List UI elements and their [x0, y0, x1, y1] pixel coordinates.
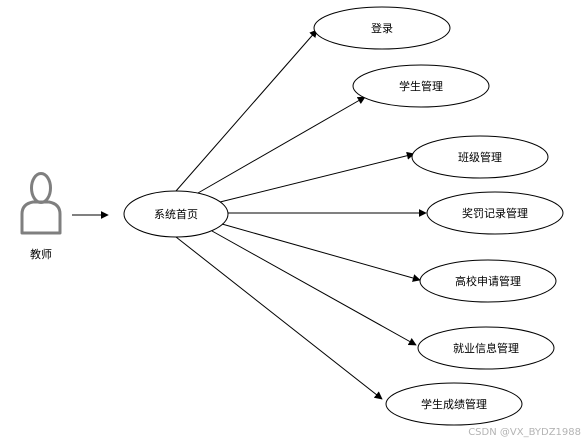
use-case-ellipse — [426, 191, 564, 235]
associations — [175, 29, 427, 400]
use-case-label: 奖罚记录管理 — [462, 206, 528, 220]
use-case-ellipse — [417, 326, 555, 370]
use-case-login: 登录 — [313, 6, 451, 50]
assoc-grade-management — [175, 236, 383, 400]
hub-label: 系统首页 — [154, 207, 198, 221]
use-case-ellipse — [313, 6, 451, 50]
use-case-ellipse — [385, 382, 523, 426]
use-case-label: 班级管理 — [458, 150, 502, 164]
use-case-label: 学生成绩管理 — [421, 397, 487, 411]
use-case-grade-management: 学生成绩管理 — [385, 382, 523, 426]
use-case-label: 学生管理 — [399, 79, 443, 93]
assoc-login — [175, 29, 318, 192]
assoc-student-management — [197, 96, 366, 194]
use-case-label: 登录 — [371, 21, 393, 35]
use-case-award-record-management: 奖罚记录管理 — [426, 191, 564, 235]
use-case-ellipse — [352, 64, 490, 108]
actor: 教师 — [20, 172, 62, 261]
use-case-college-application-management: 高校申请管理 — [419, 259, 557, 303]
use-case-student-management: 学生管理 — [352, 64, 490, 108]
use-case-employment-info-management: 就业信息管理 — [417, 326, 555, 370]
hub-node: 系统首页 — [123, 190, 229, 238]
assoc-college-application-management — [221, 223, 421, 282]
person-icon — [20, 172, 62, 235]
use-case-label: 就业信息管理 — [453, 341, 519, 355]
assoc-employment-info-management — [211, 230, 417, 346]
watermark: CSDN @VX_BYDZ1988 — [468, 427, 581, 438]
use-case-label: 高校申请管理 — [455, 274, 521, 288]
use-case-ellipse — [419, 259, 557, 303]
use-case-ellipse — [411, 135, 549, 179]
actor-label: 教师 — [30, 248, 52, 261]
use-case-class-management: 班级管理 — [411, 135, 549, 179]
assoc-class-management — [219, 151, 415, 203]
